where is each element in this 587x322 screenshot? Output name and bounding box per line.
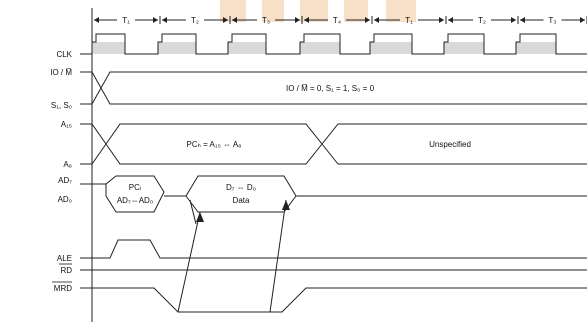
state-segment: T₁ (94, 16, 161, 25)
state-label: T₂ (191, 16, 199, 25)
state-label: T₃ (548, 16, 556, 25)
status-annotation: IO / M̅ = 0, S₁ = 1, S₀ = 0 (286, 84, 375, 93)
label-ad0: AD₀ (58, 195, 72, 204)
data-annotation-top: D₇ ⇔ D₀ (226, 183, 256, 192)
state-segment: T₂ (162, 16, 231, 25)
state-label: T₁ (122, 16, 130, 25)
arrow-left-icon (232, 17, 237, 23)
arrow-right-icon (439, 17, 444, 23)
pch-annotation: PCₕ = A₁₅ ⇔ A₈ (187, 140, 242, 149)
causal-arrows (177, 199, 290, 313)
arrow-left-icon (374, 17, 379, 23)
state-header: T₁ T₂ T₃ T₄ T₁ T₂ T₃ (91, 16, 587, 30)
arrow-left-icon (520, 17, 525, 23)
state-segment: T₂ (448, 16, 519, 25)
ale-waveform (80, 239, 587, 259)
label-clk: CLK (56, 50, 72, 59)
address-high-waveform (80, 123, 587, 165)
data-annotation-bottom: Data (233, 196, 250, 205)
watermark (220, 0, 416, 22)
arrow-left-icon (448, 17, 453, 23)
clk-waveform (80, 33, 587, 55)
arrow-right-icon (295, 17, 300, 23)
state-label: T₃ (262, 16, 270, 25)
arrow-head-icon (196, 212, 204, 222)
arrow-right-icon (223, 17, 228, 23)
arrow-right-icon (153, 17, 158, 23)
signal-labels: CLK IO / M̅ S₁, S₀ A₁₅ A₈ AD₇ AD₀ ALE RD… (50, 50, 72, 293)
label-a15: A₁₅ (61, 120, 72, 129)
state-segment: T₄ (304, 16, 373, 25)
state-segment: T₃ (232, 16, 303, 25)
label-ad7: AD₇ (58, 176, 72, 185)
arrow-left-icon (162, 17, 167, 23)
arrow-left-icon (304, 17, 309, 23)
label-mrd: MRD (54, 284, 72, 293)
label-s1-s0: S₁, S₀ (51, 101, 72, 110)
state-label: T₁ (405, 16, 413, 25)
address-data-low-waveform (80, 175, 587, 213)
label-rd: RD (60, 266, 72, 275)
label-a8: A₈ (63, 160, 72, 169)
state-segment: T₃ (520, 16, 587, 25)
arrow-left-icon (94, 17, 99, 23)
mrd-waveform (80, 287, 587, 313)
status-waveform (80, 71, 587, 105)
pcl-annotation-bottom: AD₇⇔AD₀ (117, 196, 153, 205)
state-segment: T₁ (374, 16, 447, 25)
arrow-head-icon (282, 200, 290, 210)
arrow-right-icon (580, 17, 585, 23)
label-ale: ALE (57, 254, 72, 263)
state-label: T₄ (333, 16, 341, 25)
label-io-m: IO / M̅ (50, 68, 72, 77)
state-label: T₂ (478, 16, 486, 25)
arrow-right-icon (365, 17, 370, 23)
pcl-annotation-top: PCₗ (129, 183, 141, 192)
arrow-right-icon (511, 17, 516, 23)
unspecified-annotation: Unspecified (429, 140, 471, 149)
